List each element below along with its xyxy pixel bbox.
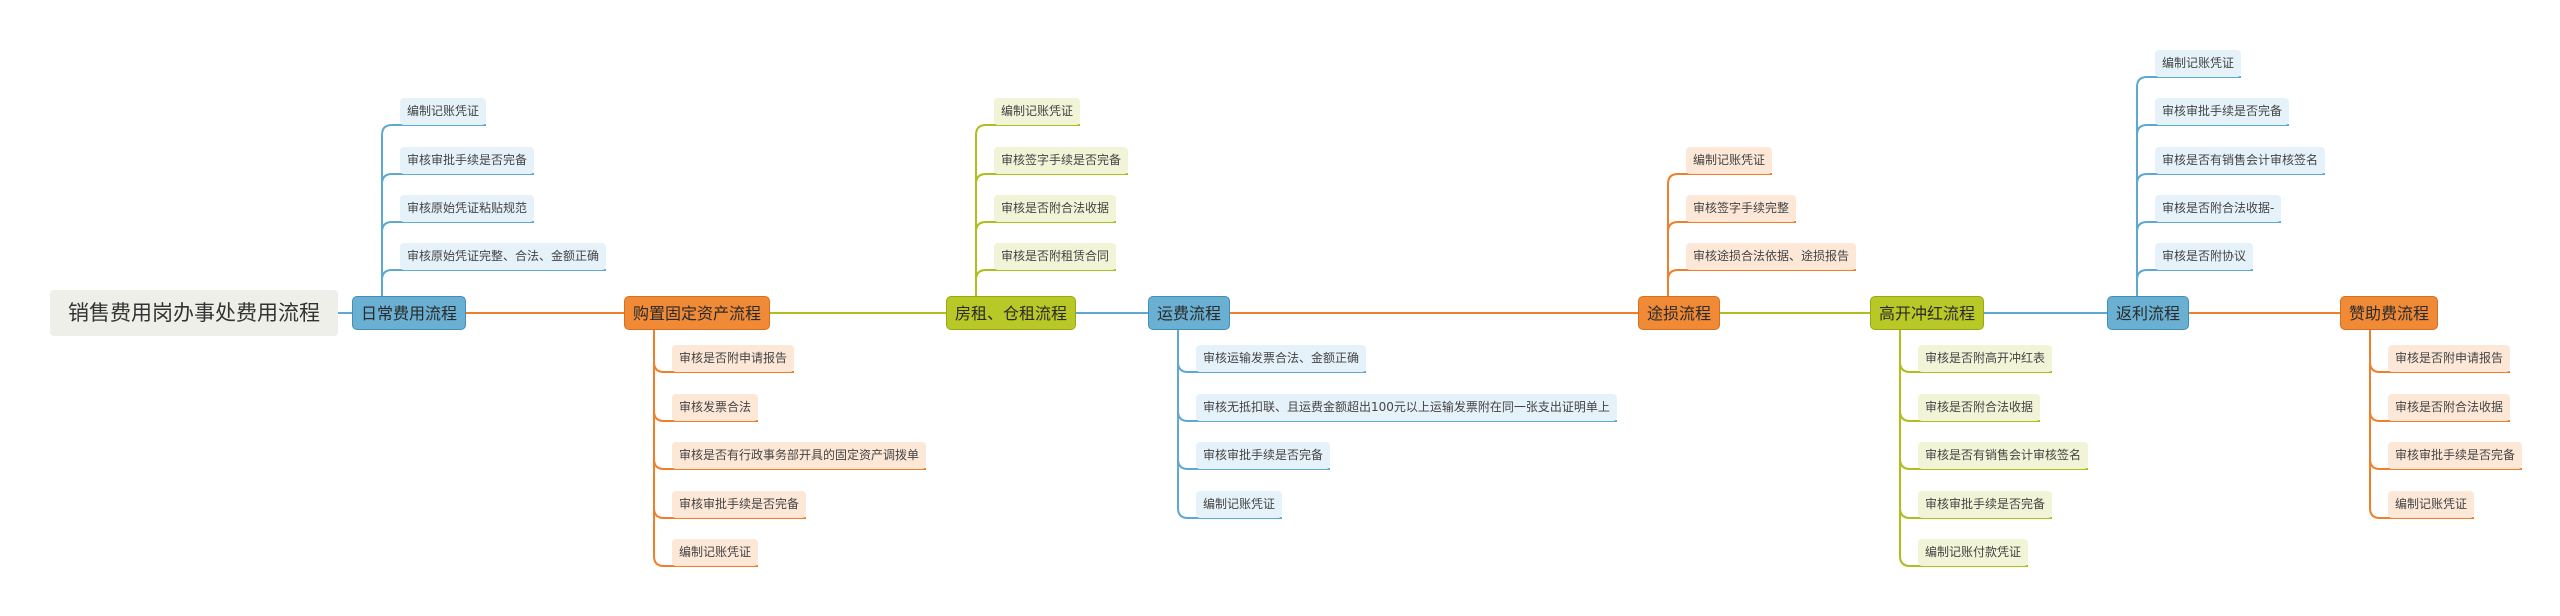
connector-line	[653, 330, 758, 567]
leaf-item[interactable]: 审核原始凭证完整、合法、金额正确	[400, 243, 607, 270]
leaf-item[interactable]: 审核审批手续是否完备	[1196, 442, 1331, 469]
stage-daily-expense[interactable]: 日常费用流程	[352, 296, 467, 330]
connector-line	[381, 269, 606, 296]
stage-rent[interactable]: 房租、仓租流程	[946, 296, 1077, 330]
leaf-item[interactable]: 编制记账凭证	[672, 539, 759, 566]
leaf-item[interactable]: 审核是否附合法收据	[2388, 394, 2511, 421]
connector-line	[1667, 173, 1772, 296]
leaf-item[interactable]: 审核签字手续完整	[1686, 195, 1797, 222]
connector-line	[381, 124, 486, 296]
stage-sponsorship[interactable]: 赞助费流程	[2340, 296, 2439, 330]
leaf-item[interactable]: 审核是否附申请报告	[2388, 345, 2511, 372]
connector-line	[1667, 221, 1796, 296]
connector-line	[975, 269, 1116, 296]
leaf-item[interactable]: 审核是否附协议	[2155, 243, 2254, 270]
stage-transit-loss[interactable]: 途损流程	[1638, 296, 1721, 330]
connector-line	[381, 221, 534, 296]
leaf-item[interactable]: 审核是否附合法收据-	[2155, 195, 2282, 222]
leaf-item[interactable]: 审核签字手续是否完备	[994, 147, 1129, 174]
connector-line	[2136, 76, 2241, 296]
leaf-item[interactable]: 审核审批手续是否完备	[672, 491, 807, 518]
leaf-item[interactable]: 审核是否附合法收据	[994, 195, 1117, 222]
connector-line	[975, 221, 1116, 296]
connector-line	[1899, 330, 2028, 567]
connector-line	[2369, 330, 2474, 519]
connector-line	[381, 173, 534, 296]
connector-line	[1667, 269, 1856, 296]
leaf-item[interactable]: 审核发票合法	[672, 394, 759, 421]
leaf-item[interactable]: 编制记账凭证	[400, 98, 487, 125]
leaf-item[interactable]: 审核是否附申请报告	[672, 345, 795, 372]
leaf-item[interactable]: 审核无抵扣联、且运费金额超出100元以上运输发票附在同一张支出证明单上	[1196, 394, 1617, 421]
connector-line	[2136, 173, 2325, 296]
connector-line	[1177, 330, 1282, 519]
leaf-item[interactable]: 审核原始凭证粘贴规范	[400, 195, 535, 222]
leaf-item[interactable]: 编制记账凭证	[1196, 491, 1283, 518]
leaf-item[interactable]: 编制记账凭证	[2388, 491, 2475, 518]
connector-line	[2136, 221, 2281, 296]
leaf-item[interactable]: 审核是否有行政事务部开具的固定资产调拨单	[672, 442, 927, 469]
leaf-item[interactable]: 审核审批手续是否完备	[2388, 442, 2523, 469]
leaf-item[interactable]: 审核是否附高开冲红表	[1918, 345, 2053, 372]
leaf-item[interactable]: 审核是否附合法收据	[1918, 394, 2041, 421]
leaf-item[interactable]: 审核审批手续是否完备	[400, 147, 535, 174]
leaf-item[interactable]: 编制记账付款凭证	[1918, 539, 2029, 566]
leaf-item[interactable]: 审核是否附租赁合同	[994, 243, 1117, 270]
connector-line	[2136, 124, 2289, 296]
stage-freight[interactable]: 运费流程	[1148, 296, 1231, 330]
stage-rebate[interactable]: 返利流程	[2107, 296, 2190, 330]
leaf-item[interactable]: 编制记账凭证	[2155, 50, 2242, 77]
root-topic[interactable]: 销售费用岗办事处费用流程	[50, 290, 338, 336]
leaf-item[interactable]: 编制记账凭证	[1686, 147, 1773, 174]
leaf-item[interactable]: 审核运输发票合法、金额正确	[1196, 345, 1367, 372]
leaf-item[interactable]: 审核审批手续是否完备	[2155, 98, 2290, 125]
connector-line	[975, 124, 1080, 296]
leaf-item[interactable]: 审核途损合法依据、途损报告	[1686, 243, 1857, 270]
leaf-item[interactable]: 审核审批手续是否完备	[1918, 491, 2053, 518]
connector-line	[2136, 269, 2253, 296]
leaf-item[interactable]: 审核是否有销售会计审核签名	[2155, 147, 2326, 174]
leaf-item[interactable]: 审核是否有销售会计审核签名	[1918, 442, 2089, 469]
stage-high-invoice-reverse[interactable]: 高开冲红流程	[1870, 296, 1985, 330]
leaf-item[interactable]: 编制记账凭证	[994, 98, 1081, 125]
connector-line	[975, 173, 1128, 296]
stage-fixed-asset[interactable]: 购置固定资产流程	[624, 296, 771, 330]
